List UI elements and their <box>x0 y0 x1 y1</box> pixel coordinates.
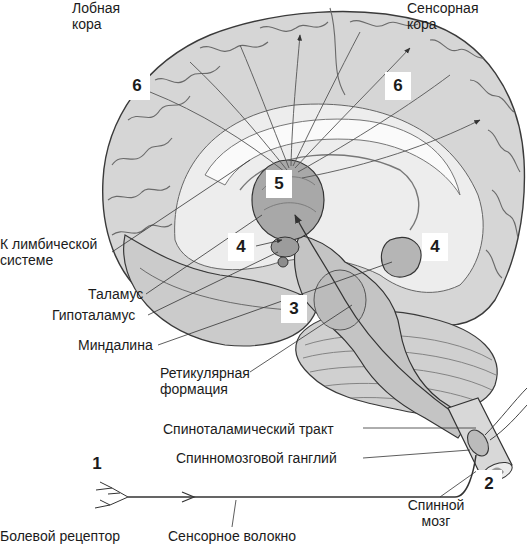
illustration-detail <box>486 250 502 278</box>
illustration-detail <box>256 240 282 246</box>
illustration-detail <box>488 130 520 172</box>
leader-lines <box>112 160 478 527</box>
callout-number: 4 <box>422 233 448 261</box>
part-label: Болевой рецептор <box>0 528 120 544</box>
callout-number: 6 <box>124 72 150 100</box>
part-label: Лобная кора <box>72 0 134 32</box>
illustration-detail <box>295 48 410 168</box>
amygdala <box>381 238 421 277</box>
illustration-detail <box>112 224 172 235</box>
illustration-detail <box>146 215 262 294</box>
pain-receptor <box>95 482 128 508</box>
illustration-detail <box>363 450 470 458</box>
thalamus <box>252 160 324 240</box>
illustration-detail <box>302 120 480 178</box>
callout-number: 5 <box>266 170 292 198</box>
fiber-arrow <box>182 492 194 502</box>
illustration-detail <box>330 8 345 95</box>
temporal-sulcus <box>140 268 290 310</box>
part-label: Спинной мозг <box>400 497 472 529</box>
part-label: Сенсорная кора <box>407 0 489 32</box>
illustration-detail <box>430 40 484 58</box>
illustration-detail <box>470 80 514 112</box>
part-label: К лимбической системе <box>0 236 118 268</box>
part-label: Ретикулярная формация <box>160 365 268 397</box>
spinal-nerve <box>485 388 527 440</box>
callout-number: 3 <box>281 295 307 323</box>
callout-number: 2 <box>476 470 502 498</box>
illustration-detail <box>492 190 518 238</box>
illustration-detail <box>158 262 392 345</box>
cortical-radiation <box>150 32 480 178</box>
illustration-detail <box>291 35 300 166</box>
part-label: Сенсорное волокно <box>168 528 296 544</box>
illustration-detail <box>440 470 478 497</box>
part-label: Миндалина <box>78 337 153 353</box>
callout-number: 1 <box>84 450 110 478</box>
illustration-detail <box>155 66 220 83</box>
callout-number: 6 <box>385 72 411 100</box>
pituitary <box>278 257 288 267</box>
illustration-detail <box>298 75 450 172</box>
spinothalamic-tract <box>295 215 478 430</box>
illustration-detail <box>112 138 172 165</box>
illustration-detail <box>190 62 287 170</box>
illustration-detail <box>363 428 476 429</box>
illustration-detail <box>108 186 170 200</box>
corpus-callosum <box>205 119 460 195</box>
illustration-detail <box>240 45 289 168</box>
callout-number: 4 <box>228 233 254 261</box>
part-label: Спинномозговой ганглий <box>176 450 337 466</box>
part-label: Спиноталамический тракт <box>163 421 334 437</box>
hypothalamus <box>271 237 299 257</box>
part-label: Гипоталамус <box>52 307 135 323</box>
part-label: Таламус <box>88 286 143 302</box>
illustration-detail <box>150 92 285 172</box>
illustration-detail <box>200 42 268 51</box>
illustration-detail <box>260 22 328 31</box>
illustration-detail <box>232 500 236 527</box>
illustration-detail <box>293 32 360 166</box>
illustration-detail <box>148 252 278 315</box>
